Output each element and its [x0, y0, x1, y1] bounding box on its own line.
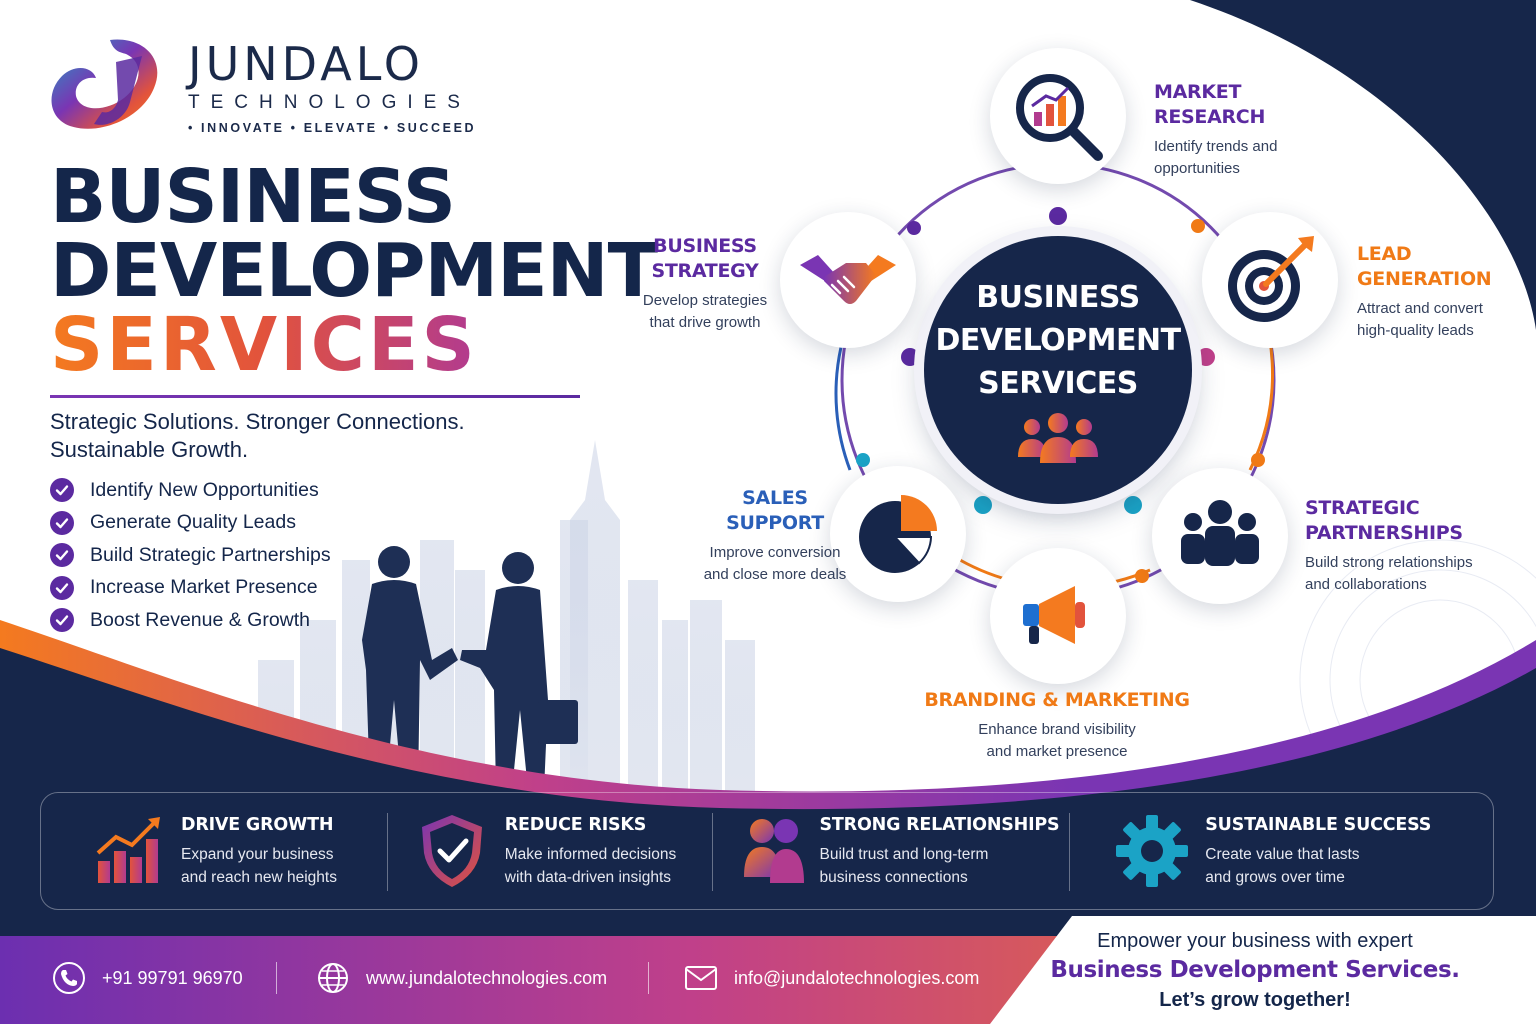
list-item-label: Build Strategic Partnerships: [90, 543, 331, 566]
service-title: PARTNERSHIPS: [1305, 522, 1463, 544]
list-item: Generate Quality Leads: [50, 507, 331, 540]
brand-name: JUNDALO: [188, 36, 424, 91]
service-title: STRATEGY: [651, 260, 759, 282]
check-icon: [50, 608, 74, 633]
page-title: BUSINESS DEVELOPMENT SERVICES: [50, 154, 658, 382]
market-research-node: [990, 48, 1126, 184]
title-line-1: BUSINESS: [50, 154, 456, 240]
list-item-label: Increase Market Presence: [90, 576, 318, 599]
sales-support-node: [830, 466, 966, 602]
brand-sub: TECHNOLOGIES: [188, 91, 471, 113]
mail-icon: [684, 965, 718, 991]
title-line-3: SERVICES: [50, 308, 657, 382]
strategic-partnerships-node: [1152, 468, 1288, 604]
pie-chart-icon: [859, 495, 937, 573]
benefit-checklist: Identify New Opportunities Generate Qual…: [50, 474, 331, 637]
logo-swirl-icon: [51, 39, 158, 129]
shield-check-icon: [413, 812, 491, 890]
contact-phone[interactable]: +91 99791 96970: [52, 958, 243, 998]
cta-line-2: Business Development Services.: [1050, 957, 1460, 983]
handshake-icon: [800, 255, 896, 304]
megaphone-icon: [1023, 586, 1085, 644]
gear-icon: [1113, 812, 1191, 890]
footer-divider: [648, 962, 649, 994]
check-icon: [50, 478, 74, 503]
center-line-3: SERVICES: [978, 365, 1138, 401]
service-branding-marketing: BRANDING & MARKETING Enhance brand visib…: [918, 688, 1196, 763]
benefit-sustainable-success: SUSTAINABLE SUCCESS Create value that la…: [1069, 793, 1493, 909]
service-title: SALES: [742, 487, 808, 509]
check-icon: [50, 510, 74, 535]
service-strategic-partnerships: STRATEGIC PARTNERSHIPS Build strong rela…: [1305, 496, 1473, 596]
title-line-2: DEVELOPMENT: [50, 228, 658, 314]
center-line-2: DEVELOPMENT: [935, 322, 1181, 358]
benefit-title: SUSTAINABLE SUCCESS: [1205, 815, 1432, 835]
brand-logo: JUNDALO TECHNOLOGIES • INNOVATE • ELEVAT…: [44, 32, 476, 144]
service-title: BUSINESS: [653, 235, 757, 257]
check-icon: [50, 575, 74, 600]
target-icon: [1228, 236, 1314, 322]
magnifier-chart-icon: [1016, 74, 1103, 161]
benefit-strong-relationships: STRONG RELATIONSHIPS Build trust and lon…: [711, 793, 1070, 909]
brand-tagline: • INNOVATE • ELEVATE • SUCCEED: [188, 120, 477, 135]
list-item: Build Strategic Partnerships: [50, 539, 331, 572]
list-item-label: Boost Revenue & Growth: [90, 608, 311, 631]
service-title: GENERATION: [1357, 268, 1492, 290]
benefit-title: REDUCE RISKS: [504, 815, 647, 835]
benefit-title: DRIVE GROWTH: [181, 815, 334, 835]
call-to-action: Empower your business with expert Busine…: [1040, 928, 1470, 1014]
service-title: RESEARCH: [1154, 106, 1266, 128]
list-item: Boost Revenue & Growth: [50, 604, 331, 637]
center-line-1: BUSINESS: [976, 279, 1140, 315]
globe-icon: [316, 961, 350, 995]
service-title: BRANDING & MARKETING: [924, 689, 1190, 711]
cta-line-3: Let’s grow together!: [1159, 989, 1351, 1011]
contact-website[interactable]: www.jundalotechnologies.com: [316, 958, 607, 998]
service-title: SUPPORT: [726, 512, 824, 534]
cta-line-1: Empower your business with expert: [1097, 930, 1413, 952]
service-title: STRATEGIC: [1305, 497, 1420, 519]
footer-divider: [276, 962, 277, 994]
email-text: info@jundalotechnologies.com: [734, 967, 980, 988]
phone-icon: [52, 961, 86, 995]
list-item: Identify New Opportunities: [50, 474, 331, 507]
center-hub: BUSINESS DEVELOPMENT SERVICES: [924, 236, 1192, 504]
branding-marketing-node: [990, 548, 1126, 684]
service-title: MARKET: [1154, 81, 1242, 103]
check-icon: [50, 543, 74, 568]
people-icon: [736, 812, 814, 890]
website-text: www.jundalotechnologies.com: [366, 967, 608, 988]
people-group-icon: [1018, 412, 1098, 463]
list-item: Increase Market Presence: [50, 572, 331, 605]
phone-text: +91 99791 96970: [102, 967, 243, 988]
team-icon: [1181, 500, 1259, 566]
business-strategy-node: [780, 212, 916, 348]
contact-email[interactable]: info@jundalotechnologies.com: [684, 958, 979, 998]
lead-generation-node: [1202, 212, 1338, 348]
growth-chart-icon: [89, 812, 167, 890]
list-item-label: Identify New Opportunities: [90, 478, 319, 501]
title-divider: [50, 395, 580, 398]
service-title: LEAD: [1357, 243, 1412, 265]
benefit-title: STRONG RELATIONSHIPS: [819, 815, 1060, 835]
list-item-label: Generate Quality Leads: [90, 511, 296, 534]
sub-tagline: Strategic Solutions. Stronger Connection…: [50, 409, 465, 462]
